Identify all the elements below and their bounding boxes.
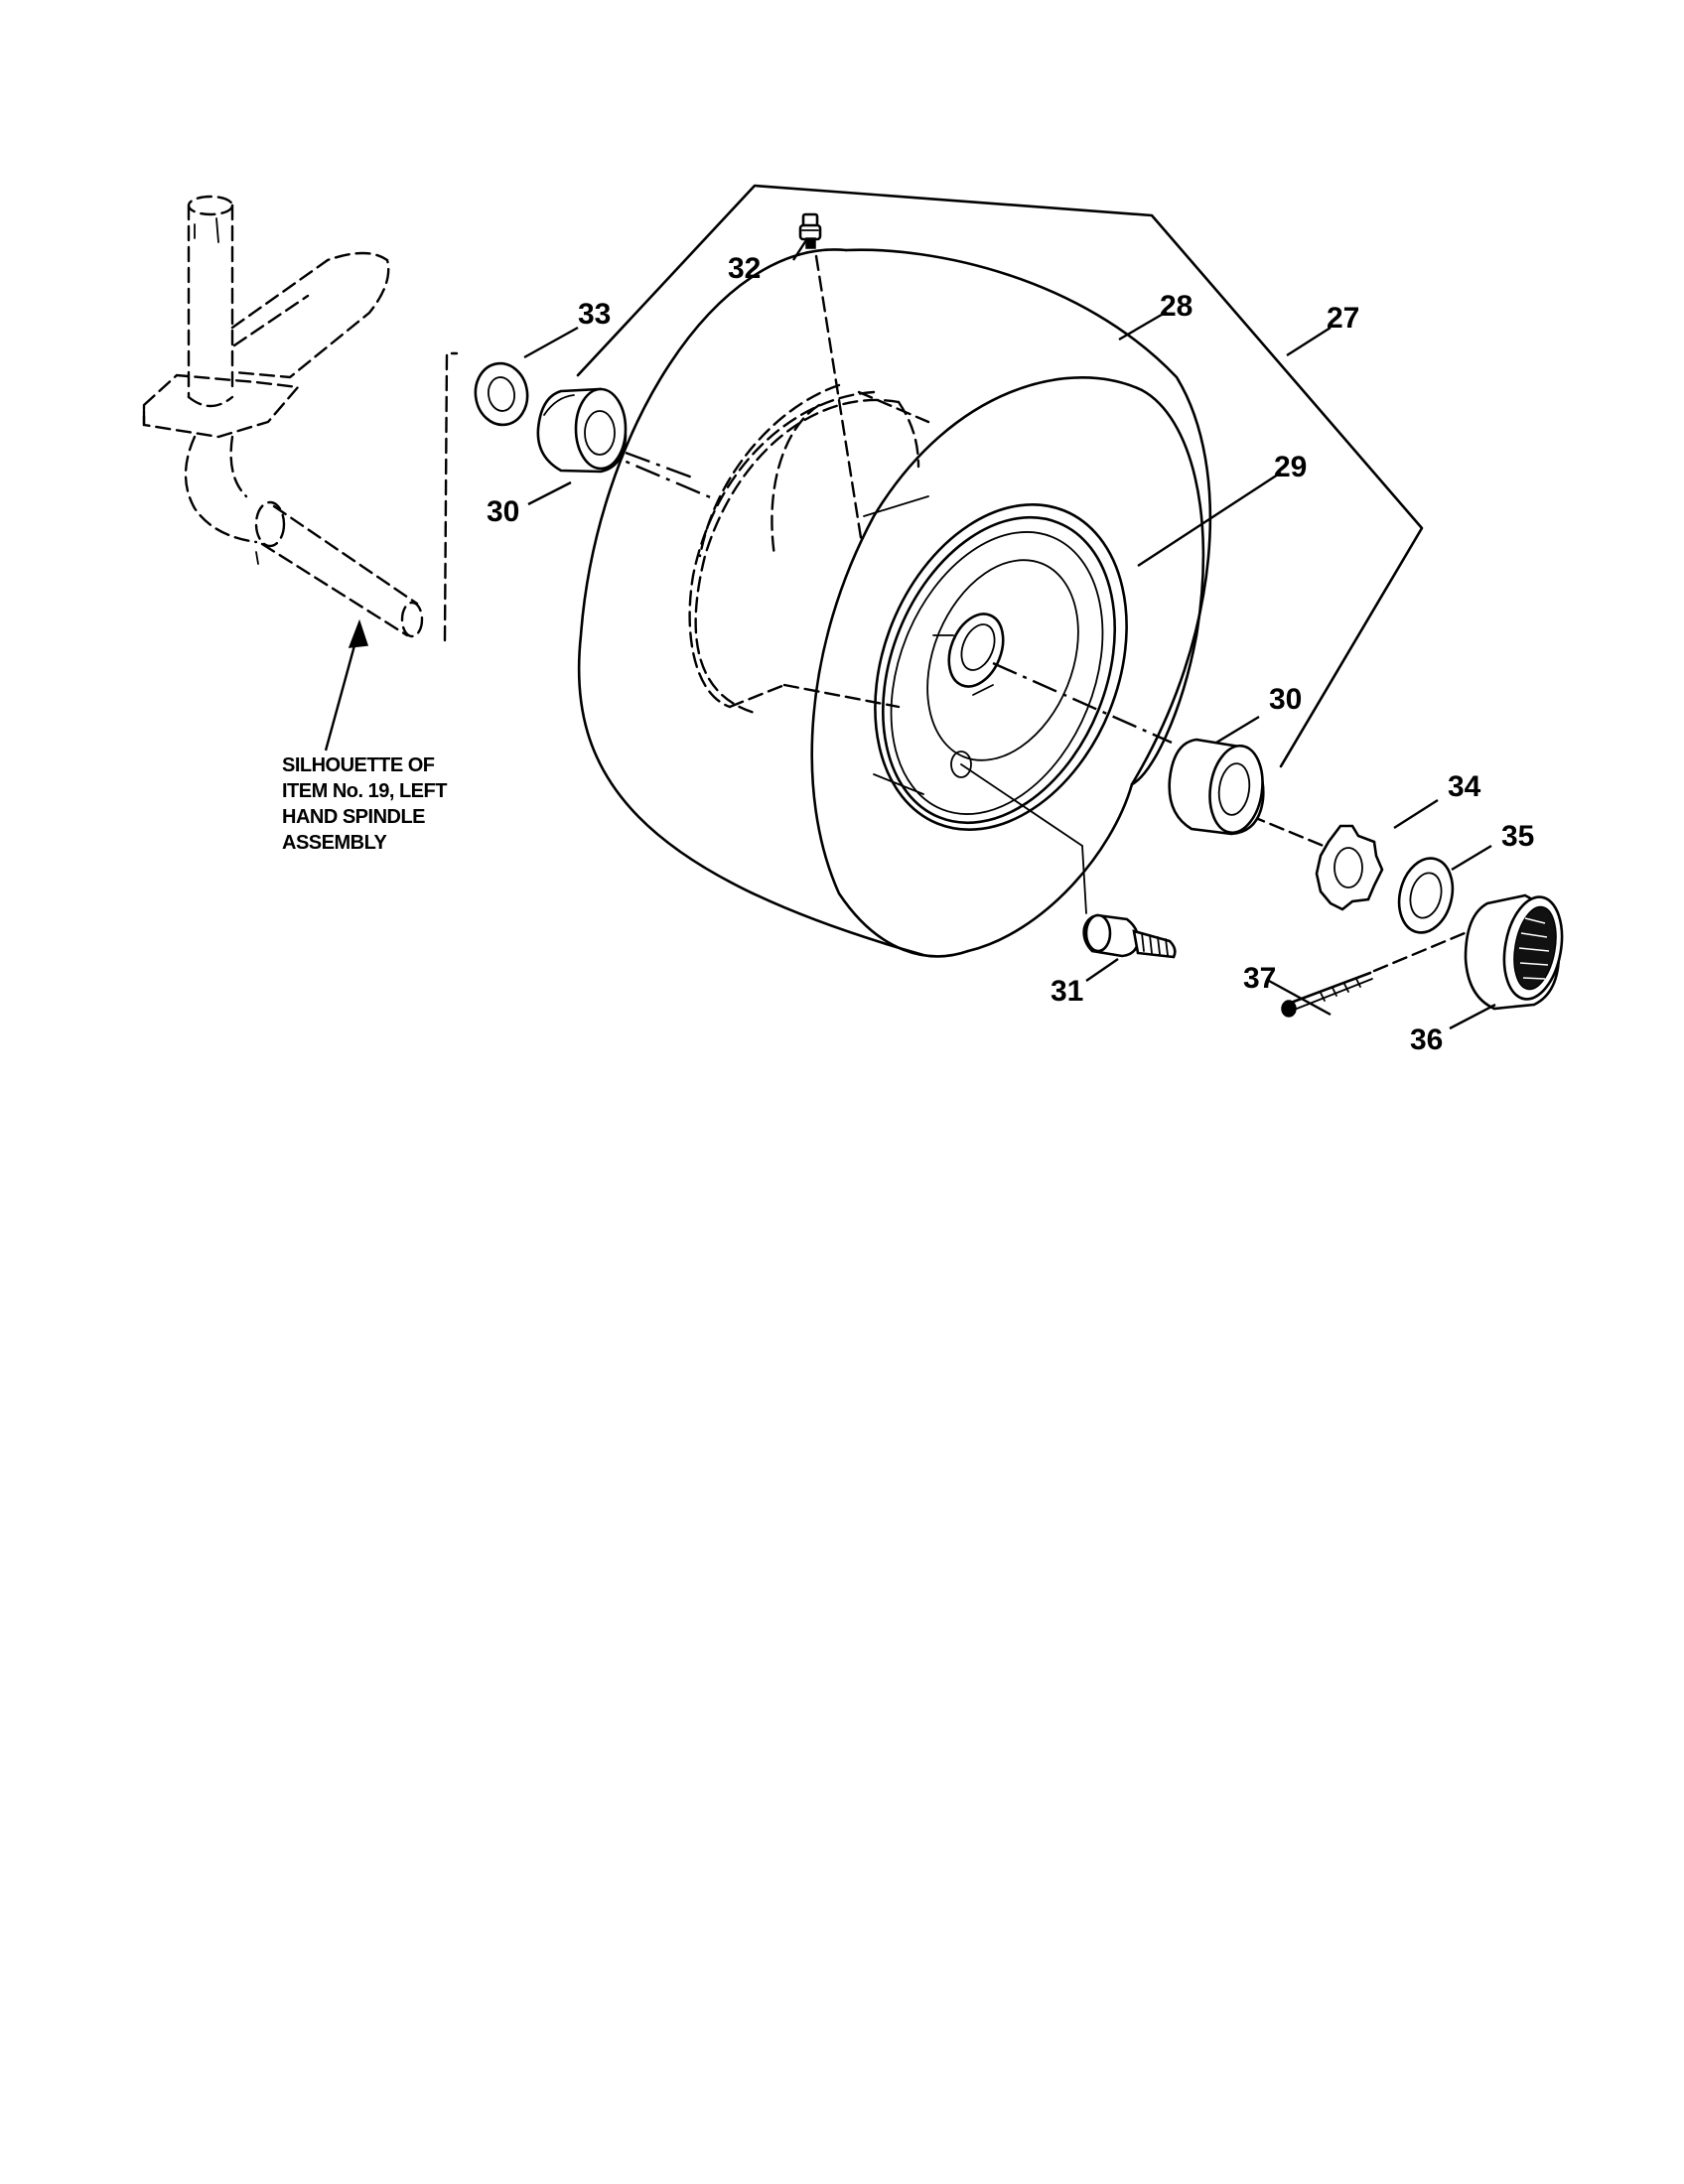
bushing-left-centerline [625,451,696,480]
bolt-37 [1281,971,1373,1018]
callout-30-right: 30 [1269,683,1302,716]
callout-31: 31 [1051,975,1083,1008]
callout-32: 32 [728,252,761,285]
callout-28: 28 [1160,290,1193,323]
cap-36 [1464,893,1564,1011]
silhouette-arrowhead [348,618,369,648]
callout-labels: 32 33 30 28 27 29 30 34 35 31 37 36 [487,252,1534,1056]
grease-fitting-centerline [814,254,864,546]
callout-29: 29 [1274,451,1307,483]
rim-back-hidden [688,383,930,715]
callout-37: 37 [1243,962,1276,995]
leader-lines [523,239,1496,1030]
bushing-30-right [1168,738,1265,836]
tire-28 [577,248,1212,958]
note-line-4: ASSEMBLY [282,832,387,854]
washer-33 [474,361,529,427]
axle-centerline-far [1249,814,1333,851]
axle-centerline-left [443,351,459,642]
valve-drop-line [1081,845,1087,914]
callout-36: 36 [1410,1024,1443,1056]
note-line-2: ITEM No. 19, LEFT [282,780,447,802]
assembly-bracket-27 [576,184,1424,768]
spindle-silhouette [142,195,424,638]
valve-stem-31 [1082,913,1177,959]
note-line-1: SILHOUETTE OF [282,754,435,776]
star-washer-34 [1315,824,1384,911]
callout-27: 27 [1327,302,1359,335]
bolt-centerline [1372,931,1467,973]
callout-33: 33 [578,298,611,331]
callout-35: 35 [1501,820,1534,853]
note-line-3: HAND SPINDLE [282,806,426,828]
silhouette-note: SILHOUETTE OF ITEM No. 19, LEFT HAND SPI… [282,752,510,856]
grease-fitting-32 [798,212,822,249]
cap-36-knurled-face [1513,905,1557,991]
silhouette-arrow [324,626,361,751]
axle-centerline-right [992,661,1173,745]
bushing-30-left [536,387,628,474]
rim-29 [863,495,1128,832]
callout-30-left: 30 [487,495,519,528]
flat-washer-35 [1397,857,1455,934]
callout-34: 34 [1448,770,1481,803]
valve-centerline [960,763,1083,847]
